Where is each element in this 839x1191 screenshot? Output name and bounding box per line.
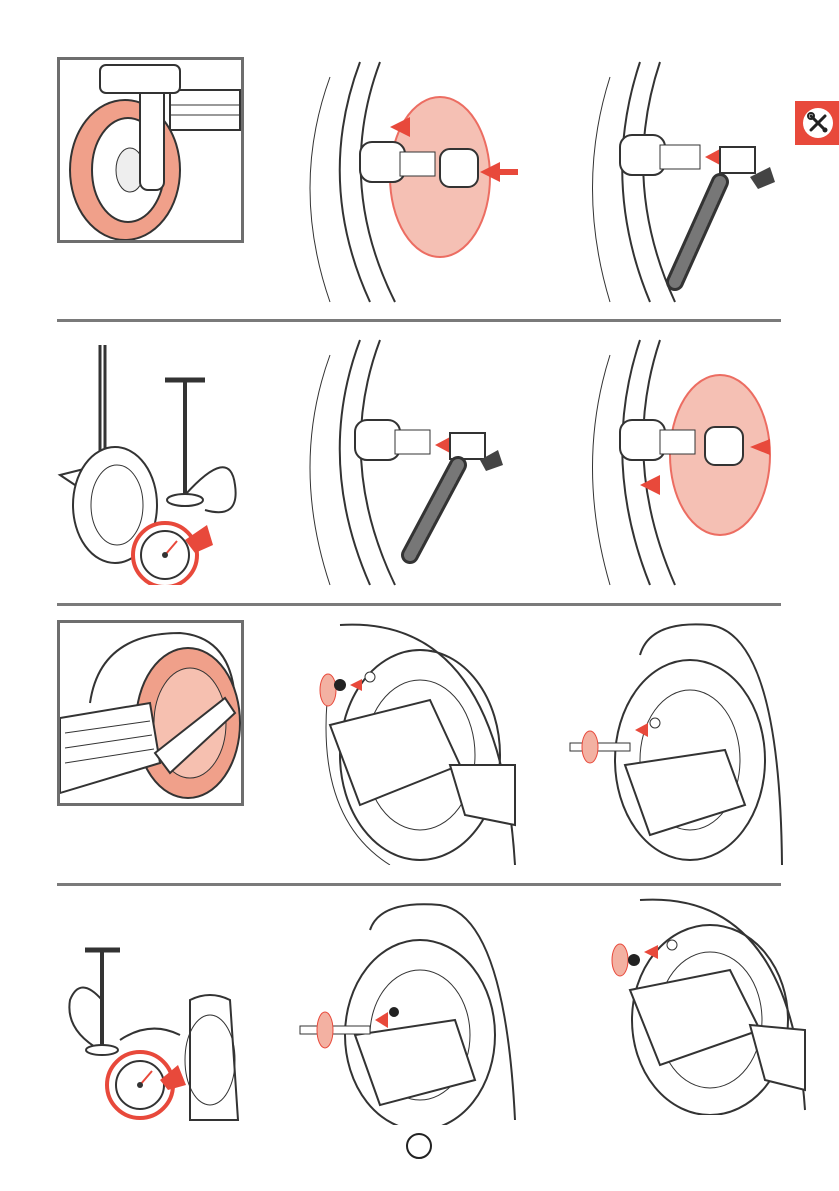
replace-rear-valve-cap xyxy=(600,890,810,1115)
page-number-marker xyxy=(406,1133,432,1159)
tools-icon xyxy=(803,108,833,138)
unscrew-valve-cap xyxy=(300,57,530,307)
rear-tire-highlight xyxy=(57,620,244,806)
row-divider xyxy=(57,603,781,606)
front-tire-highlight xyxy=(57,57,244,243)
screw-valve-cap-back xyxy=(580,335,780,590)
remove-valve-extension xyxy=(290,900,520,1125)
row-divider xyxy=(57,883,781,886)
pump-with-gauge xyxy=(55,335,250,585)
section-tab xyxy=(795,101,839,145)
attach-valve-extension xyxy=(560,615,785,870)
pump-with-gauge-rear xyxy=(60,940,245,1125)
row-divider xyxy=(57,319,781,322)
pump-head-on-valve xyxy=(300,335,530,590)
attach-pump-head xyxy=(580,57,780,307)
remove-rear-valve-cap xyxy=(300,615,520,865)
